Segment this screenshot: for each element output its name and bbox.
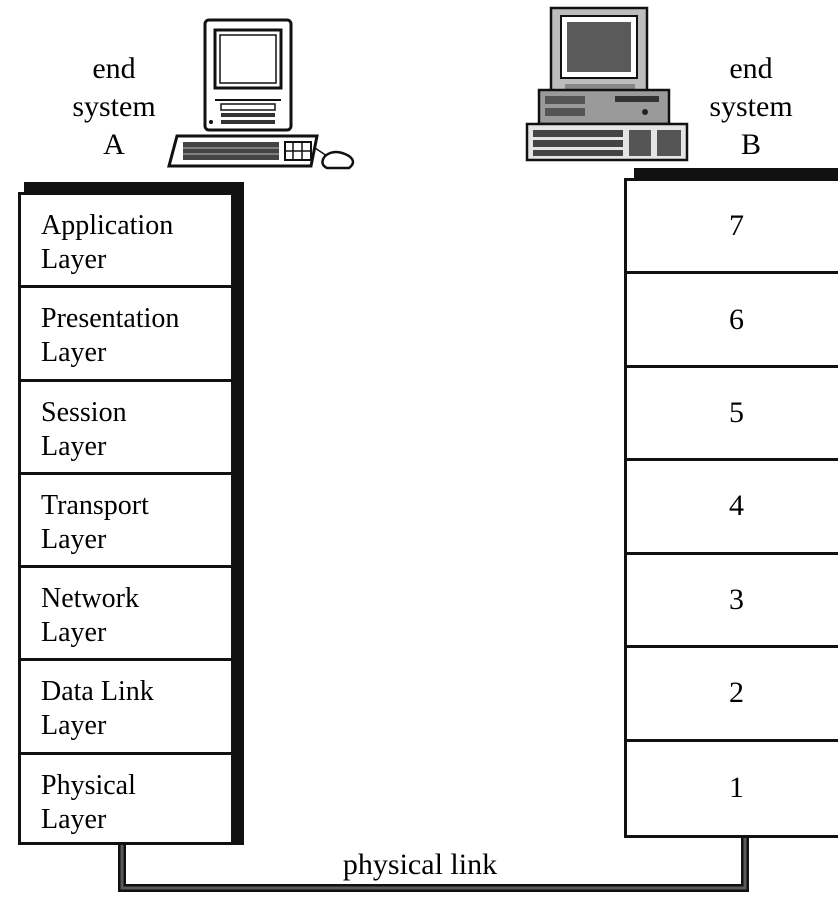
desktop-computer-icon xyxy=(167,18,355,170)
layer-1: 1 xyxy=(729,771,744,805)
layer-name: Application xyxy=(41,210,174,241)
layer-name: Physical xyxy=(41,769,136,801)
end-system-a-label-line: A xyxy=(103,128,125,161)
layer-5: 5 xyxy=(627,368,838,462)
layer-suffix: Layer xyxy=(41,244,107,275)
layer-7: 7 xyxy=(627,181,838,275)
layer-3: 3 xyxy=(627,555,838,649)
end-system-a-label-line: system xyxy=(72,90,156,123)
layer-2: 2 xyxy=(627,648,838,742)
physical-link-label: physical link xyxy=(342,848,498,881)
layer-name: Presentation xyxy=(41,303,180,335)
end-system-b-label-line: B xyxy=(740,128,761,161)
end-system-b-label-line: system xyxy=(709,90,793,123)
desktop-computer-icon xyxy=(525,6,689,162)
layer-name: Network xyxy=(41,583,139,615)
layer-suffix: Layer xyxy=(41,430,107,462)
layer-suffix: Layer xyxy=(41,710,107,742)
presentation-layer: Presentation Layer xyxy=(21,288,231,382)
layer-name: Session xyxy=(41,396,127,428)
osi-stack-end-system-b: 7 6 5 4 3 2 1 xyxy=(624,178,838,838)
end-system-b-label-line: end xyxy=(729,52,773,85)
layer-suffix: Layer xyxy=(41,617,107,649)
osi-stack-end-system-a: Application Layer Presentation Layer Ses… xyxy=(18,192,234,845)
physical-layer: Physical Layer xyxy=(21,755,231,848)
session-layer: Session Layer xyxy=(21,382,231,475)
layer-suffix: Layer xyxy=(41,337,107,369)
layer-suffix: Layer xyxy=(41,803,107,835)
layer-4: 4 xyxy=(627,461,838,555)
application-layer: Application Layer xyxy=(21,195,231,289)
end-system-b-label: end system B xyxy=(692,50,810,164)
network-layer: Network Layer xyxy=(21,568,231,662)
layer-name: Transport xyxy=(41,489,149,521)
layer-suffix: Layer xyxy=(41,523,107,555)
layer-name: Data Link xyxy=(41,676,154,708)
data-link-layer: Data Link Layer xyxy=(21,661,231,755)
end-system-a-label: end system A xyxy=(58,50,170,164)
end-system-a-label-line: end xyxy=(92,52,136,85)
transport-layer: Transport Layer xyxy=(21,475,231,569)
layer-6: 6 xyxy=(627,274,838,368)
